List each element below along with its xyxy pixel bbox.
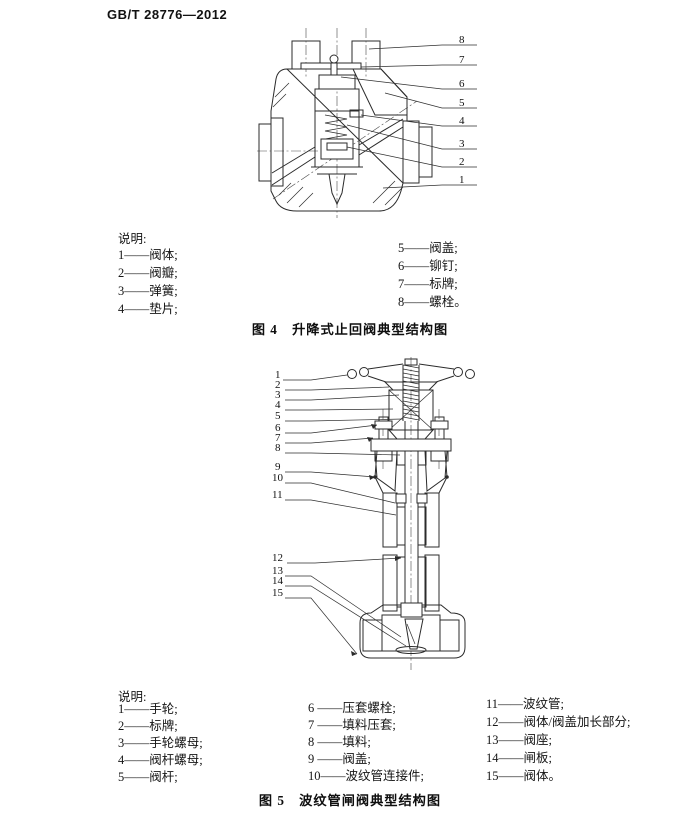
handwheel [347,363,475,391]
callout-number: 7 [459,54,465,66]
callout-number: 6 [275,422,281,434]
callout-number: 2 [459,156,465,168]
fig4-caption: 图 4 升降式止回阀典型结构图 [251,322,449,337]
fig5-callouts: 1 2 3 4 5 6 7 8 9 10 11 12 13 14 15 [272,369,284,599]
legend-item: 7——标牌; [398,277,458,291]
fig4-legend-col1: 1——阀体; 2——阀瓣; 3——弹簧; 4——垫片; [118,246,178,318]
figure5-drawing: 1 2 3 4 5 6 7 8 9 10 11 12 13 14 15 [272,357,475,670]
legend-item: 3——弹簧; [118,284,178,298]
callout-number: 1 [459,174,465,186]
legend-item: 11——波纹管; [486,697,565,711]
callout-number: 5 [275,410,281,422]
legend-item: 3——手轮螺母; [118,736,203,750]
legend-item: 7 ——填料压套; [308,718,396,732]
legend-item: 15——阀体。 [486,769,562,783]
fig4-leader-lines [340,44,477,189]
legend-item: 8——螺栓。 [398,295,467,309]
legend-item: 14——闸板; [486,751,552,765]
callout-number: 1 [275,369,281,381]
callout-number: 11 [272,489,283,501]
figure4-drawing: 8 7 6 5 4 3 2 1 [257,28,477,218]
legend-item: 12——阀体/阀盖加长部分; [486,715,631,729]
legend-item: 1——阀体; [118,248,178,262]
callout-number: 5 [459,97,465,109]
legend-item: 10——波纹管连接件; [308,769,424,783]
callout-number: 4 [459,115,465,127]
standard-number: GB/T 28776—2012 [107,7,228,22]
fig5-caption: 图 5 波纹管闸阀典型结构图 [258,793,442,808]
fig4-legend-col2: 5——阀盖; 6——铆钉; 7——标牌; 8——螺栓。 [398,239,467,311]
callout-number: 7 [275,432,281,444]
callout-number: 3 [275,389,281,401]
valve-body-bottom [359,602,466,659]
legend-item: 2——标牌; [118,719,178,733]
callout-number: 9 [275,461,281,473]
callout-number: 3 [459,138,465,150]
legend-item: 4——垫片; [118,302,178,316]
callout-number: 10 [272,472,284,484]
legend-item: 2——阀瓣; [118,266,178,280]
fig5-legend-title: 说明: [118,690,147,704]
callout-number: 14 [272,575,284,587]
fig5-legend-col2: 6 ——压套螺栓; 7 ——填料压套; 8 ——填料; 9 ——阀盖; 10——… [308,700,424,785]
fig5-legend-col3: 11——波纹管; 12——阀体/阀盖加长部分; 13——阀座; 14——闸板; … [486,695,630,785]
callout-number: 2 [275,379,281,391]
fig4-legend-title: 说明: [118,232,147,246]
callout-number: 13 [272,565,284,577]
internal-trim [271,74,404,208]
legend-item: 13——阀座; [486,733,552,747]
legend-item: 5——阀杆; [118,770,178,784]
legend-item: 1——手轮; [118,702,178,716]
callout-number: 8 [459,34,465,46]
legend-item: 8 ——填料; [308,735,371,749]
fig5-leader-lines [283,374,407,656]
callout-number: 6 [459,78,465,90]
fig4-callouts: 8 7 6 5 4 3 2 1 [459,34,465,186]
legend-item: 6 ——压套螺栓; [308,701,396,715]
callout-number: 4 [275,399,281,411]
valve-body-outline [258,40,433,212]
callout-number: 15 [272,587,284,599]
callout-number: 8 [275,442,281,454]
legend-item: 5——阀盖; [398,241,458,255]
callout-number: 12 [272,552,283,564]
legend-item: 9 ——阀盖; [308,752,371,766]
gland-and-bonnet [370,416,452,612]
legend-item: 4——阀杆螺母; [118,753,203,767]
legend-item: 6——铆钉; [398,259,458,273]
fig5-legend-col1: 1——手轮; 2——标牌; 3——手轮螺母; 4——阀杆螺母; 5——阀杆; [118,701,203,786]
